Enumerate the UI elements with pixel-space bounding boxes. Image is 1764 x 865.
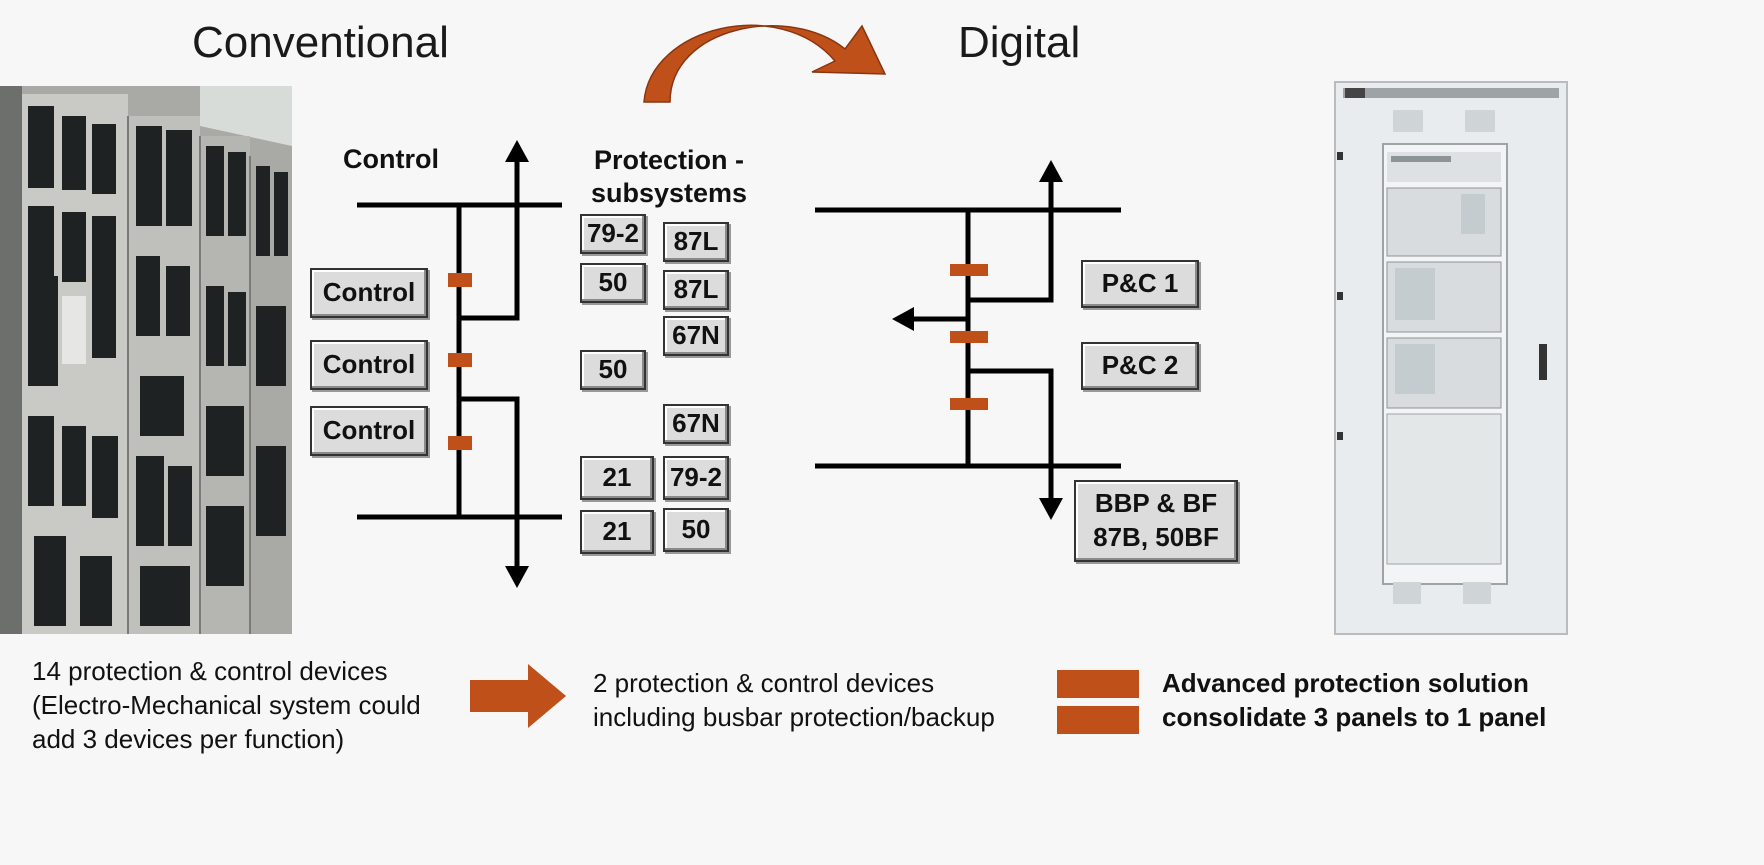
digital-caption: 2 protection & control devices including… [593, 668, 995, 732]
digital-cabinet-image [1334, 81, 1568, 635]
pc1-box: P&C 1 [1081, 260, 1199, 308]
protection-box: 21 [580, 510, 654, 554]
protection-box: 67N [663, 404, 729, 444]
pc2-box: P&C 2 [1081, 342, 1199, 390]
protection-subsystems-header: Protection - subsystems [590, 145, 748, 208]
bbp-bf-box: BBP & BF 87B, 50BF [1074, 480, 1238, 562]
protection-box: 50 [580, 263, 646, 303]
right-arrow-icon [470, 664, 566, 728]
control-header: Control [343, 144, 439, 174]
control-box: Control [310, 340, 428, 390]
protection-box: 67N [663, 316, 729, 356]
breaker-legend-icon [1057, 670, 1139, 698]
conventional-caption: 14 protection & control devices (Electro… [32, 656, 421, 754]
legend-caption: Advanced protection solution consolidate… [1162, 668, 1547, 732]
protection-box: 50 [663, 508, 729, 552]
protection-box: 79-2 [580, 214, 646, 254]
conventional-panel-image [0, 86, 292, 634]
conventional-title: Conventional [192, 18, 449, 67]
curved-arrow-icon [643, 24, 887, 103]
protection-box: 50 [580, 350, 646, 390]
breaker-legend-icon [1057, 706, 1139, 734]
control-box: Control [310, 406, 428, 456]
control-box: Control [310, 268, 428, 318]
protection-box: 21 [580, 456, 654, 500]
protection-box: 79-2 [663, 456, 729, 500]
protection-box: 87L [663, 270, 729, 310]
digital-title: Digital [958, 18, 1081, 67]
protection-box: 87L [663, 222, 729, 262]
